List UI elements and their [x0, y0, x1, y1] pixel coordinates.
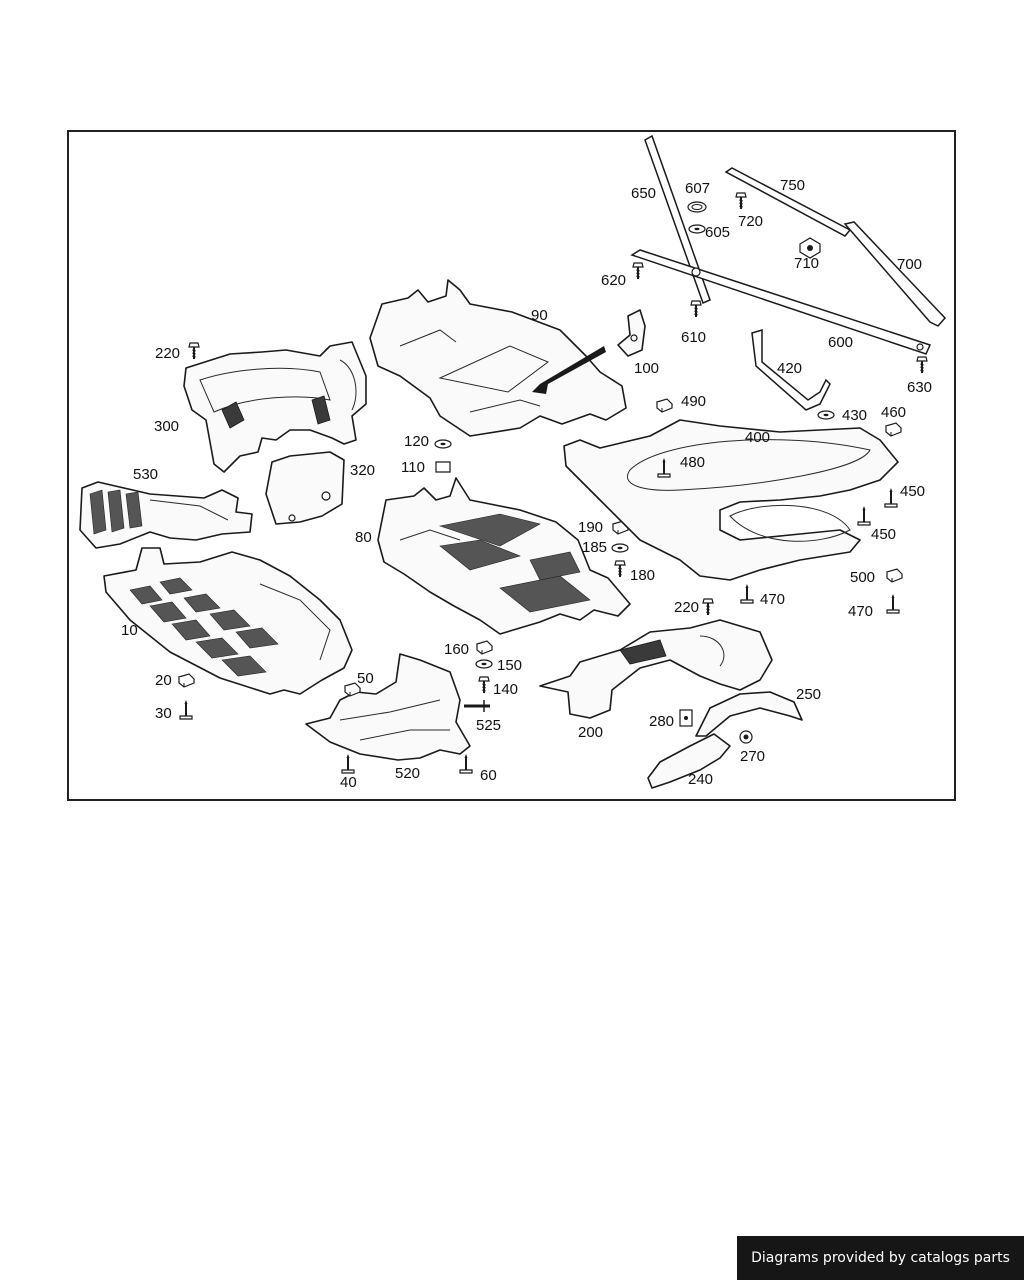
callout-10: 10	[121, 622, 138, 639]
callout-220-top: 220	[155, 345, 180, 362]
clip-490	[656, 398, 673, 413]
callout-490: 490	[681, 393, 706, 410]
callout-460: 460	[881, 404, 906, 421]
nut-110	[435, 461, 451, 473]
callout-710: 710	[794, 255, 819, 272]
rivet-30	[179, 699, 193, 720]
callout-650: 650	[631, 185, 656, 202]
screw-180	[614, 560, 626, 578]
rivet-60	[459, 753, 473, 774]
screw-220-bottom	[702, 598, 714, 616]
washer-120	[434, 439, 452, 449]
callout-60: 60	[480, 767, 497, 784]
screw-620	[632, 262, 644, 280]
callout-525: 525	[476, 717, 501, 734]
callout-270: 270	[740, 748, 765, 765]
callout-400: 400	[745, 429, 770, 446]
callout-100: 100	[634, 360, 659, 377]
callout-450-left: 450	[871, 526, 896, 543]
callout-40: 40	[340, 774, 357, 791]
screw-630	[916, 356, 928, 374]
frame-400	[563, 419, 899, 581]
callout-140: 140	[493, 681, 518, 698]
callout-720: 720	[738, 213, 763, 230]
clip-460	[885, 422, 902, 437]
footer-credit-banner: Diagrams provided by catalogs parts	[737, 1236, 1024, 1280]
callout-450-right: 450	[900, 483, 925, 500]
washer-430	[817, 410, 835, 420]
callout-430: 430	[842, 407, 867, 424]
callout-700: 700	[897, 256, 922, 273]
screw-525	[464, 700, 490, 712]
liner-240	[647, 733, 731, 789]
callout-160: 160	[444, 641, 469, 658]
callout-30: 30	[155, 705, 172, 722]
cover-10	[103, 547, 353, 695]
callout-200: 200	[578, 724, 603, 741]
callout-610: 610	[681, 329, 706, 346]
callout-300: 300	[154, 418, 179, 435]
liner-250	[695, 691, 803, 737]
callout-220-bottom: 220	[674, 599, 699, 616]
bracket-100	[617, 309, 646, 357]
cover-80	[377, 477, 631, 635]
washer-607	[687, 201, 707, 213]
callout-500: 500	[850, 569, 875, 586]
callout-600: 600	[828, 334, 853, 351]
clip-160	[476, 640, 493, 655]
callout-480: 480	[680, 454, 705, 471]
callout-280: 280	[649, 713, 674, 730]
washer-605	[688, 224, 706, 234]
screw-610	[690, 300, 702, 318]
callout-620: 620	[601, 272, 626, 289]
callout-110: 110	[401, 459, 425, 476]
rivet-450-left	[857, 505, 871, 526]
callout-470-left: 470	[760, 591, 785, 608]
cover-320	[265, 451, 345, 525]
callout-630: 630	[907, 379, 932, 396]
rivet-470-left	[740, 583, 754, 604]
callout-240: 240	[688, 771, 713, 788]
callout-90: 90	[531, 307, 548, 324]
callout-80: 80	[355, 529, 372, 546]
liner-200	[539, 619, 773, 719]
footer-credit-text: Diagrams provided by catalogs parts	[751, 1250, 1010, 1266]
callout-470-right: 470	[848, 603, 873, 620]
callout-120: 120	[404, 433, 429, 450]
clip-500	[886, 568, 903, 583]
callout-530: 530	[133, 466, 158, 483]
callout-420: 420	[777, 360, 802, 377]
bracket-700	[843, 221, 947, 327]
callout-185: 185	[582, 539, 607, 556]
clip-280	[679, 709, 693, 727]
washer-150	[475, 659, 493, 669]
washer-185	[611, 543, 629, 553]
rivet-450-right	[884, 487, 898, 508]
rivet-470-right	[886, 593, 900, 614]
cover-90	[369, 279, 627, 437]
callout-250: 250	[796, 686, 821, 703]
screw-140	[478, 676, 490, 694]
nut-710	[799, 237, 821, 259]
screw-720	[735, 192, 747, 210]
callout-520: 520	[395, 765, 420, 782]
bracket-420	[751, 328, 831, 411]
callout-190: 190	[578, 519, 603, 536]
callout-320: 320	[350, 462, 375, 479]
callout-150: 150	[497, 657, 522, 674]
callout-607: 607	[685, 180, 710, 197]
clip-20	[178, 673, 195, 688]
rivet-40	[341, 753, 355, 774]
callout-750: 750	[780, 177, 805, 194]
callout-20: 20	[155, 672, 172, 689]
screw-220-top	[188, 342, 200, 360]
cover-530	[79, 481, 253, 549]
callout-180: 180	[630, 567, 655, 584]
callout-50: 50	[357, 670, 374, 687]
callout-605: 605	[705, 224, 730, 241]
grommet-270	[739, 730, 753, 744]
cover-300	[183, 341, 367, 473]
